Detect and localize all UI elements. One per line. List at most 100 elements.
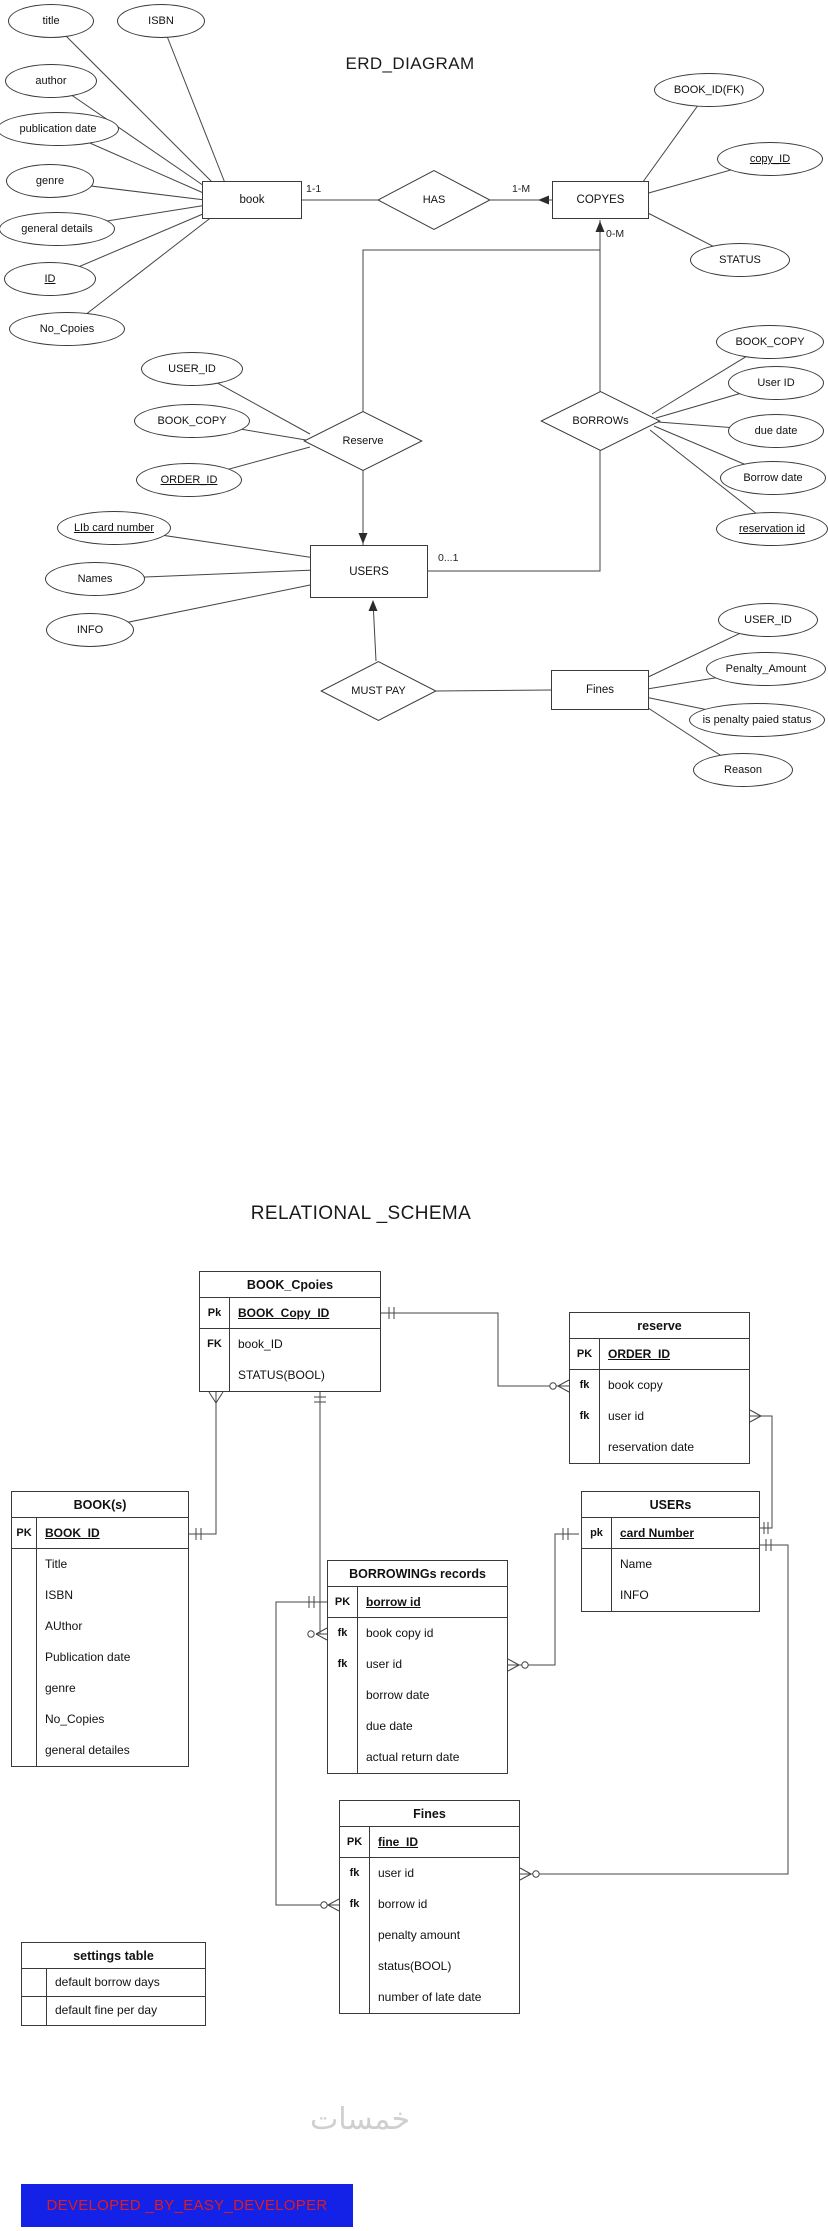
attr-ellipse-reserve-book-copy: BOOK_COPY — [134, 404, 250, 438]
table-row: AUthor — [12, 1611, 188, 1642]
field-cell: fine_ID — [378, 1835, 419, 1849]
table-row: general detailes — [12, 1735, 188, 1766]
attr-ellipse-copyes-book-id-fk: BOOK_ID(FK) — [654, 73, 764, 107]
key-cell: fk — [570, 1401, 600, 1432]
key-cell — [22, 1969, 47, 1996]
field-cell: borrow id — [378, 1897, 428, 1911]
key-cell: fk — [340, 1858, 370, 1889]
attr-ellipse-users-names: Names — [45, 562, 145, 596]
table-row: genre — [12, 1673, 188, 1704]
key-cell: fk — [570, 1370, 600, 1401]
table-row: Name — [582, 1549, 759, 1580]
table-row: penalty amount — [340, 1920, 519, 1951]
field-cell: borrow id — [366, 1595, 421, 1609]
field-cell: reservation date — [608, 1440, 695, 1454]
field-cell: user id — [378, 1866, 415, 1880]
field-cell: book copy id — [366, 1626, 434, 1640]
table-row: number of late date — [340, 1982, 519, 2013]
table-title: BOOK_Cpoies — [200, 1272, 380, 1298]
attr-ellipse-fines-penalty-paid-status: is penalty paied status — [689, 703, 825, 737]
field-cell: STATUS(BOOL) — [238, 1368, 325, 1382]
table-row: default fine per day — [22, 1997, 205, 2025]
cardinality-users-borrows: 0...1 — [438, 552, 459, 564]
field-cell: INFO — [620, 1588, 649, 1602]
attr-ellipse-reserve-user-id: USER_ID — [141, 352, 243, 386]
entity-fines: Fines — [551, 670, 649, 710]
field-cell: status(BOOL) — [378, 1959, 452, 1973]
field-cell: default borrow days — [55, 1975, 160, 1989]
attr-ellipse-borrows-book-copy: BOOK_COPY — [716, 325, 824, 359]
attr-ellipse-users-info: INFO — [46, 613, 134, 647]
watermark: خمسات — [309, 2102, 411, 2137]
key-cell — [12, 1704, 37, 1735]
attr-ellipse-borrows-user-id: User ID — [728, 366, 824, 400]
attr-ellipse-book-isbn: ISBN — [117, 4, 205, 38]
table-title: settings table — [22, 1943, 205, 1969]
field-cell: Name — [620, 1557, 653, 1571]
key-cell — [12, 1580, 37, 1611]
table-title: BORROWINGs records — [328, 1561, 507, 1587]
key-cell: PK — [12, 1518, 37, 1548]
field-cell: BOOK_ID — [45, 1526, 100, 1540]
table-row: Title — [12, 1549, 188, 1580]
key-cell — [12, 1673, 37, 1704]
table-title: USERs — [582, 1492, 759, 1518]
schema-title: RELATIONAL _SCHEMA — [250, 1203, 472, 1224]
table-row: status(BOOL) — [340, 1951, 519, 1982]
key-cell: Pk — [200, 1298, 230, 1328]
table-row: Publication date — [12, 1642, 188, 1673]
cardinality-copyes-borrows: 0-M — [606, 228, 625, 240]
field-cell: Publication date — [45, 1650, 131, 1664]
key-cell — [22, 1997, 47, 2025]
field-cell: AUthor — [45, 1619, 83, 1633]
relationship-label: MUST PAY — [351, 685, 406, 697]
attr-ellipse-book-no-cpoies: No_Cpoies — [9, 312, 125, 346]
key-cell: PK — [340, 1827, 370, 1857]
key-cell — [12, 1735, 37, 1766]
table-row: STATUS(BOOL) — [200, 1360, 380, 1391]
key-cell: fk — [328, 1649, 358, 1680]
field-cell: book_ID — [238, 1337, 283, 1351]
key-cell — [582, 1580, 612, 1611]
key-cell — [340, 1920, 370, 1951]
key-cell — [570, 1432, 600, 1463]
key-cell — [12, 1642, 37, 1673]
field-cell: due date — [366, 1719, 413, 1733]
key-cell — [582, 1549, 612, 1580]
attr-ellipse-book-id: ID — [4, 262, 96, 296]
entity-book: book — [202, 181, 302, 219]
field-cell: actual return date — [366, 1750, 460, 1764]
key-cell: fk — [340, 1889, 370, 1920]
table-row: INFO — [582, 1580, 759, 1611]
cardinality-book-has: 1-1 — [306, 183, 322, 195]
table-borrowings: BORROWINGs records PK borrow id fk book co… — [327, 1560, 508, 1774]
attr-ellipse-fines-penalty-amount: Penalty_Amount — [706, 652, 826, 686]
table-row: borrow date — [328, 1680, 507, 1711]
relationship-must-pay: MUST PAY — [320, 661, 437, 721]
relationship-has: HAS — [377, 170, 491, 230]
field-cell: default fine per day — [55, 2003, 158, 2017]
key-cell — [12, 1611, 37, 1642]
table-row: PK borrow id — [328, 1587, 507, 1618]
key-cell — [340, 1951, 370, 1982]
entity-users: USERS — [310, 545, 428, 598]
field-cell: book copy — [608, 1378, 663, 1392]
field-cell: card Number — [620, 1526, 695, 1540]
attr-ellipse-book-title: title — [8, 4, 94, 38]
table-row: due date — [328, 1711, 507, 1742]
key-cell: FK — [200, 1329, 230, 1360]
attr-ellipse-borrows-reservation-id: reservation id — [716, 512, 828, 546]
cardinality-has-copyes: 1-M — [512, 183, 531, 195]
field-cell: penalty amount — [378, 1928, 461, 1942]
relationship-label: HAS — [422, 194, 446, 206]
attr-ellipse-copyes-copy-id: copy_ID — [717, 142, 823, 176]
field-cell: No_Copies — [45, 1712, 105, 1726]
key-cell: PK — [328, 1587, 358, 1617]
